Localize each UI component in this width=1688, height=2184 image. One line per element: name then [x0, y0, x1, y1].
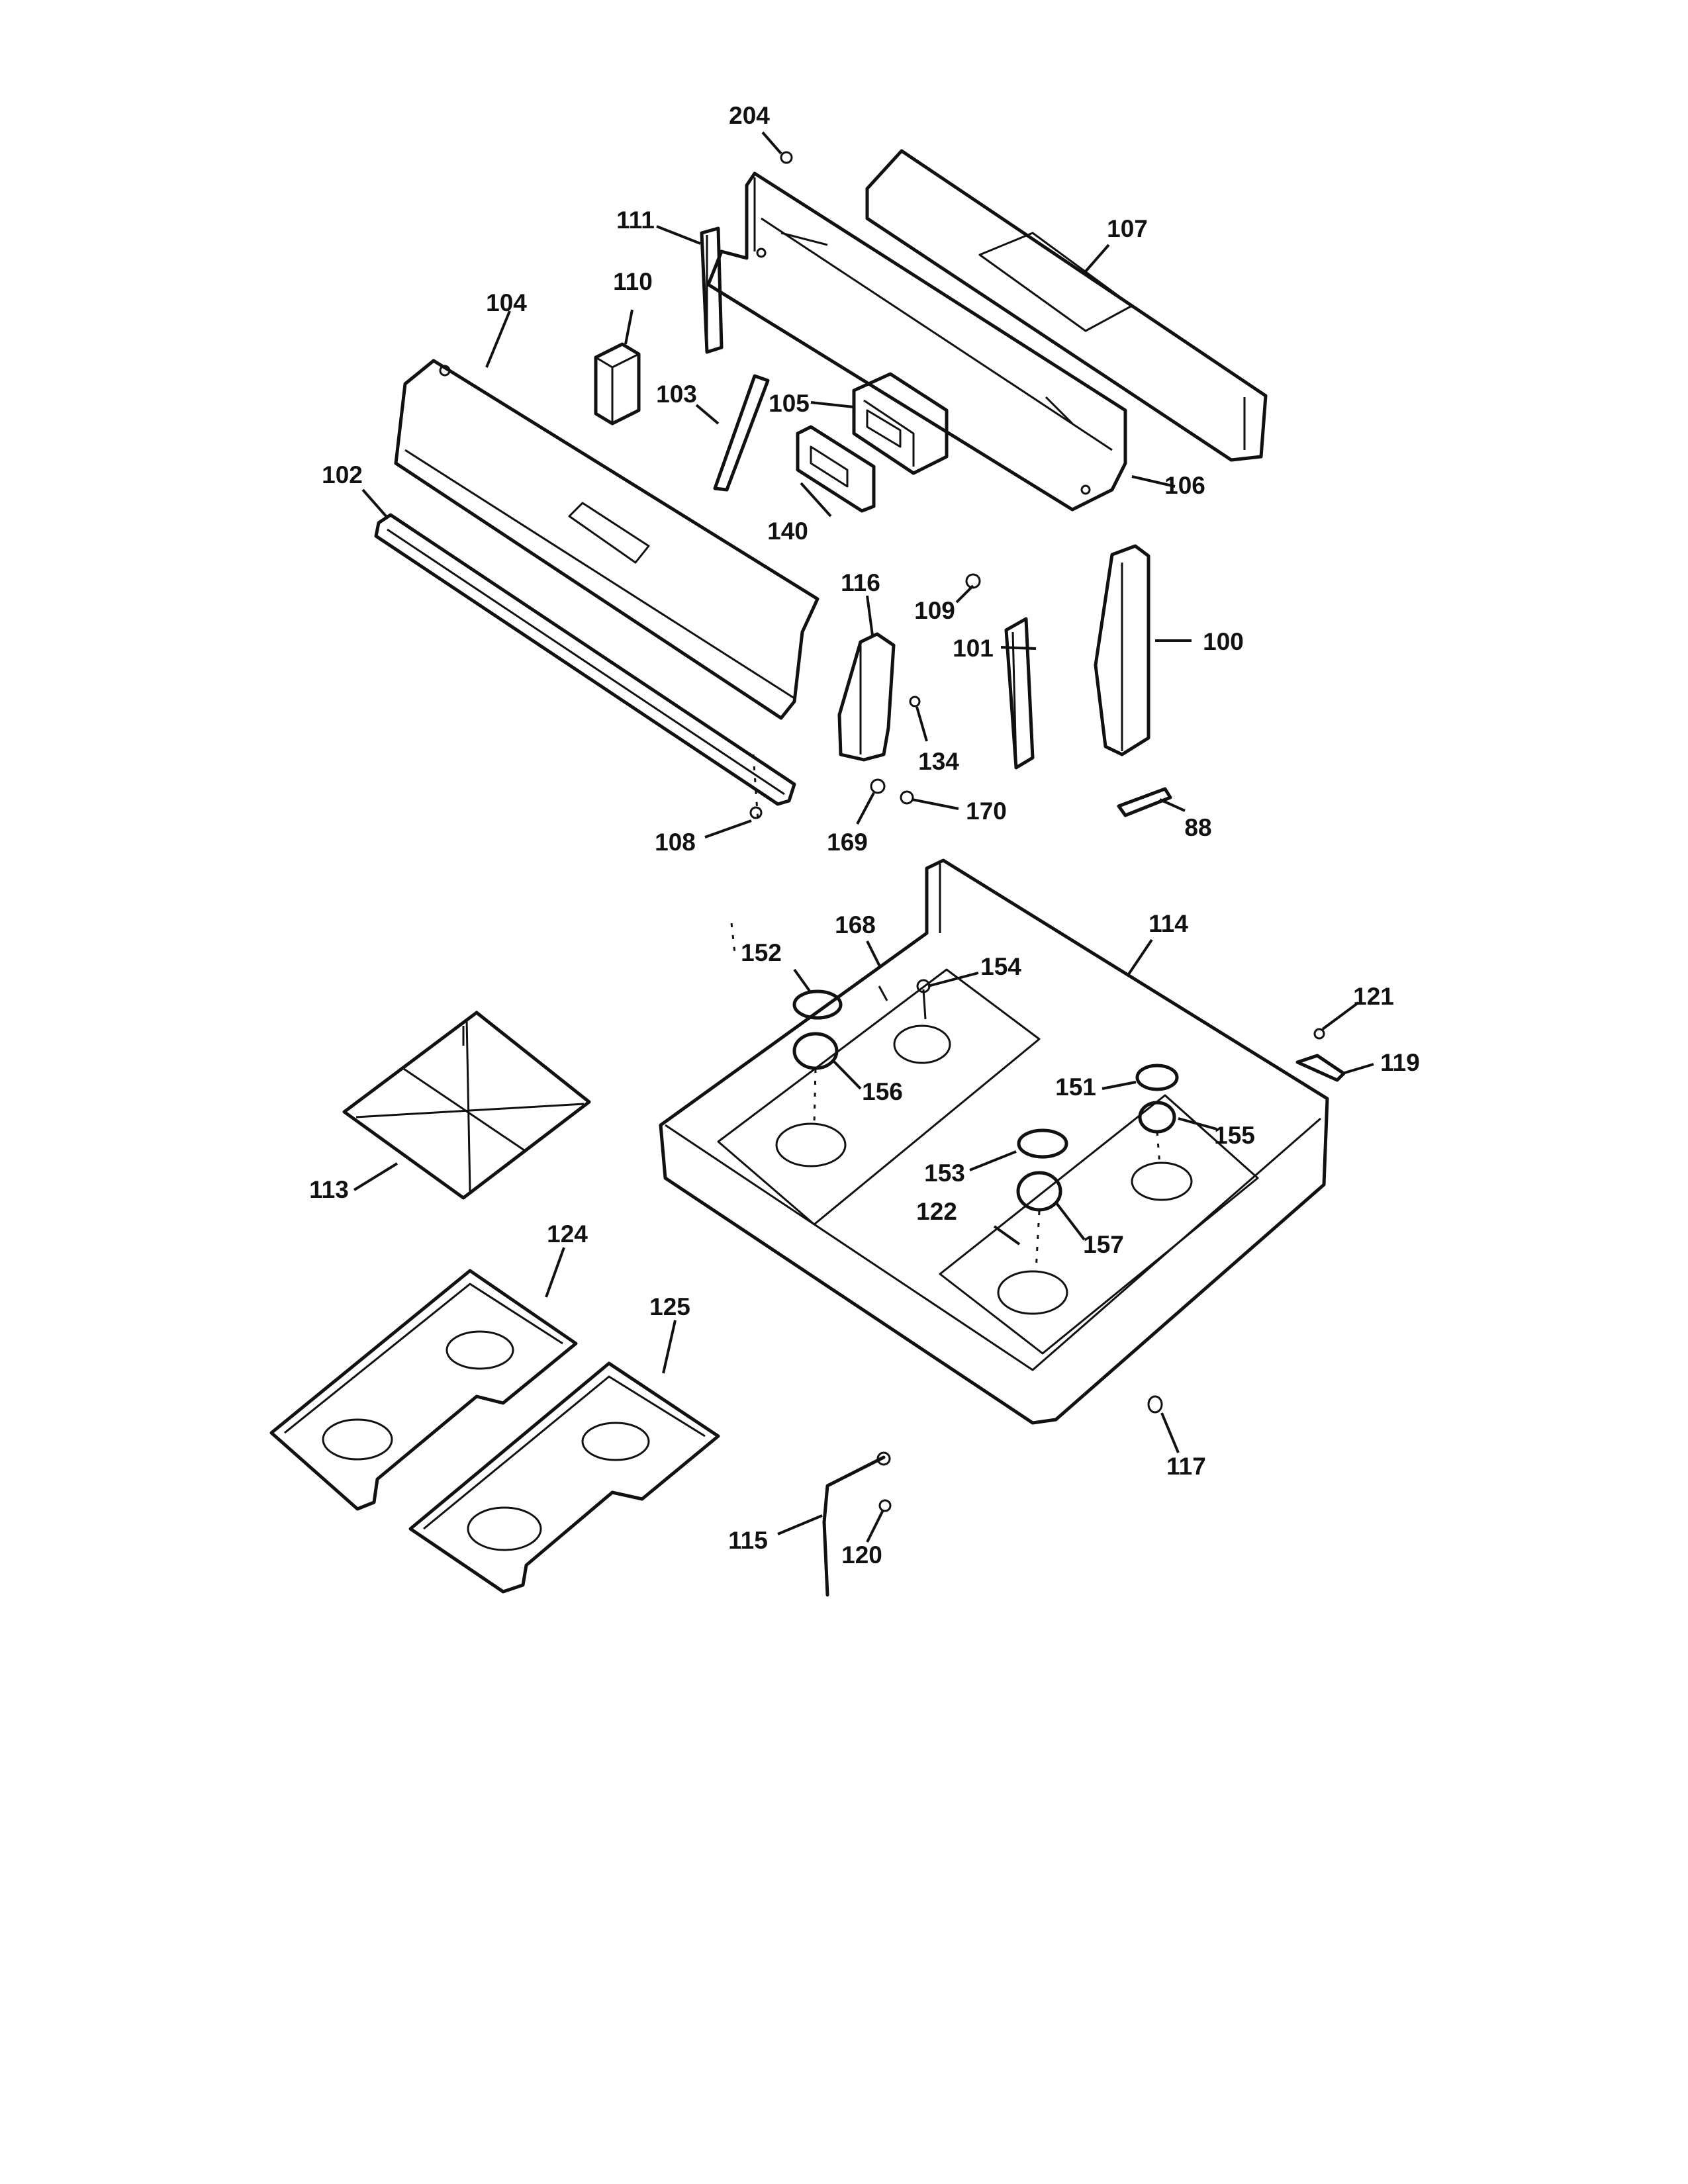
callout-107: 107 — [1107, 215, 1148, 242]
hardware-screws — [749, 151, 981, 821]
callout-155: 155 — [1214, 1122, 1255, 1149]
part-124-drip-pan — [269, 1269, 578, 1511]
callout-105: 105 — [769, 390, 810, 417]
part-106-backguard — [706, 171, 1127, 512]
part-111-bracket — [700, 226, 724, 354]
callout-157: 157 — [1083, 1231, 1124, 1258]
callout-121: 121 — [1353, 983, 1394, 1010]
callout-104: 104 — [486, 289, 527, 316]
callout-116: 116 — [841, 569, 880, 596]
callout-153: 153 — [924, 1160, 965, 1187]
callout-111: 111 — [616, 206, 655, 234]
part-105-timer — [852, 372, 949, 475]
callout-110: 110 — [613, 268, 653, 295]
callout-119: 119 — [1380, 1049, 1420, 1076]
callout-108: 108 — [655, 829, 696, 856]
part-103-strap — [713, 374, 770, 492]
callout-109: 109 — [914, 597, 955, 624]
callout-125: 125 — [649, 1293, 690, 1320]
callout-103: 103 — [656, 381, 697, 408]
part-115-gas-tube — [822, 1395, 1163, 1597]
part-125-drip-pan — [408, 1361, 720, 1594]
part-100-side-trim — [1094, 544, 1150, 756]
part-104-control-panel — [394, 359, 820, 720]
callout-120: 120 — [841, 1541, 882, 1569]
callout-113: 113 — [309, 1176, 349, 1203]
part-116-side-bracket — [837, 632, 896, 762]
callout-122: 122 — [916, 1198, 957, 1225]
callout-114: 114 — [1149, 910, 1188, 937]
leader-lines — [353, 131, 1374, 1543]
part-119-121-hardware — [1295, 1028, 1346, 1082]
part-140-overlay — [796, 425, 876, 513]
callout-134: 134 — [918, 748, 959, 775]
part-88-clip — [1117, 787, 1172, 817]
part-110-relay — [594, 342, 641, 426]
part-101-bracket — [1004, 617, 1035, 770]
callout-101: 101 — [953, 635, 994, 662]
callout-152: 152 — [741, 939, 782, 966]
callout-156: 156 — [862, 1078, 903, 1105]
callout-168: 168 — [835, 911, 876, 938]
callout-169: 169 — [827, 829, 868, 856]
callout-labels: 204 111 107 110 104 103 105 106 102 140 … — [309, 102, 1420, 1569]
callout-124: 124 — [547, 1220, 588, 1248]
callout-151: 151 — [1055, 1073, 1096, 1101]
callout-115: 115 — [728, 1527, 768, 1554]
part-113-grate — [342, 1011, 591, 1200]
callout-106: 106 — [1164, 472, 1205, 499]
callout-154: 154 — [980, 953, 1021, 980]
part-114-cooktop — [659, 858, 1329, 1425]
part-107-top-cover — [865, 149, 1268, 462]
callout-117: 117 — [1166, 1453, 1206, 1480]
burner-caps-heads — [730, 923, 1179, 1271]
callout-102: 102 — [322, 461, 363, 488]
part-102-trim — [374, 513, 796, 806]
callout-204: 204 — [729, 102, 770, 129]
callout-88: 88 — [1184, 814, 1211, 841]
callout-140: 140 — [767, 518, 808, 545]
callout-100: 100 — [1203, 628, 1244, 655]
callout-170: 170 — [966, 797, 1007, 825]
